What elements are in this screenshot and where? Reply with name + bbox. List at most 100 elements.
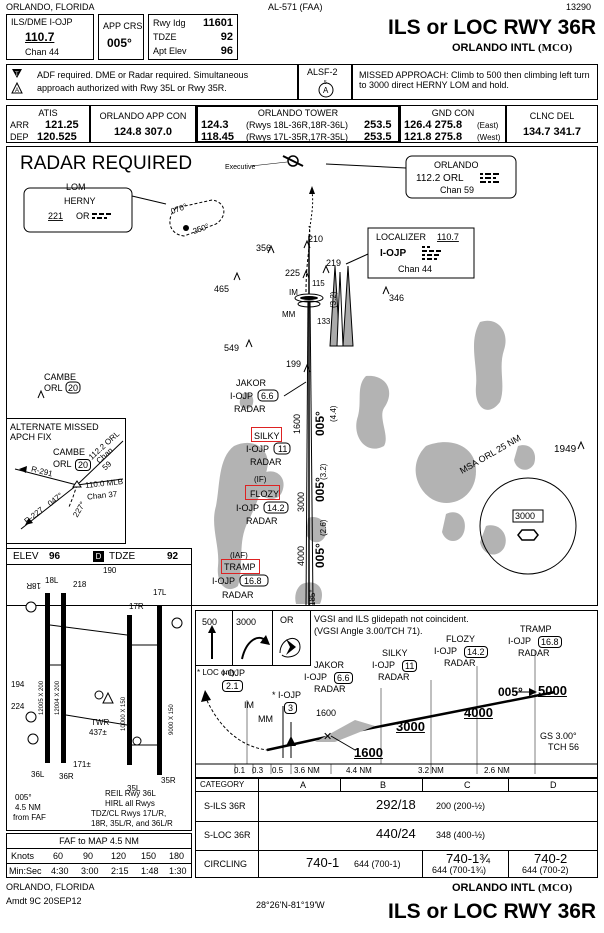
- sloc-main: 440/24: [376, 826, 416, 841]
- loc-ident: I-OJP: [380, 248, 406, 259]
- localizer-box: [345, 227, 475, 279]
- faf-distance: 4.5 NM: [15, 803, 41, 812]
- min-row-divider-2: [196, 850, 597, 851]
- arr-freq: 121.25: [45, 119, 79, 131]
- prof-tch: TCH 56: [548, 742, 580, 752]
- silky-dme: 11: [278, 444, 287, 454]
- ground-note2: (West): [477, 133, 501, 142]
- dist-0-5: 0.5: [272, 766, 284, 775]
- alsf-icon: A 5: [318, 80, 334, 98]
- prof-dme-2-1: 2.1: [222, 680, 243, 692]
- loc-morse-icon: [422, 246, 441, 260]
- hold-outbound: 250°: [192, 222, 211, 236]
- tdze-value-ad: 92: [167, 551, 179, 562]
- apt-elev-value: 96: [220, 45, 233, 57]
- prof-tramp-dme: 16.8: [538, 636, 562, 648]
- jakor-radar: RADAR: [234, 404, 266, 414]
- alt-3000: 3000: [296, 492, 306, 512]
- circ-ab-main: 740-1: [306, 855, 340, 870]
- clearance-freq: 134.7 341.7: [522, 126, 582, 138]
- flozy-dme-box: [263, 501, 289, 514]
- missed-approach-path: [305, 225, 311, 293]
- atis-box: ATIS ARR 121.25 DEP 120.525: [6, 105, 90, 143]
- knots-120: 120: [111, 851, 127, 861]
- ground-freq1: 126.4 275.8: [404, 119, 463, 131]
- tower-rwys2: (Rwys 17L-35R,17R-35L): [246, 132, 349, 142]
- course-005-b: 005°: [313, 477, 327, 502]
- jakor-leader: [283, 381, 307, 397]
- msa-alt: 3000: [515, 511, 535, 521]
- obstacle-225: 225: [285, 268, 300, 278]
- sloc-sub: 348 (400-½): [436, 830, 486, 840]
- obstacle-115: 115: [312, 279, 325, 288]
- tower-freq2: 118.45: [201, 131, 235, 143]
- prof-course: 005°: [498, 685, 523, 699]
- ils-label: ILS/DME I-OJP: [11, 17, 73, 27]
- holding-pattern: [169, 199, 225, 237]
- timing-line-2: [7, 863, 191, 864]
- seg-2-6: (2.6): [319, 519, 328, 536]
- app-crs-box: APP CRS 005°: [98, 14, 144, 60]
- vgsi-note2: (VGSI Angle 3.00/TCH 71).: [314, 626, 423, 636]
- obs-190: 190: [103, 566, 117, 575]
- tower-box: ORLANDO TOWER 124.3 (Rwys 18L-36R,18R-36…: [196, 105, 400, 143]
- d-icon: D: [93, 551, 104, 562]
- approach-freqs: 124.8 307.0: [113, 126, 173, 138]
- cat-a: A: [300, 780, 307, 790]
- lakes: [214, 320, 536, 604]
- dist-0-1: 0.1: [234, 766, 246, 775]
- clearance-label: CLNC DEL: [529, 111, 575, 121]
- prof-tramp-ident: I-OJP: [508, 636, 532, 646]
- missed-approach-text: MISSED APPROACH: Climb to 500 then climb…: [359, 70, 590, 90]
- notes-box: T A ADF required. DME or Radar required.…: [6, 64, 298, 100]
- approach-box: ORLANDO APP CON 124.8 307.0: [90, 105, 196, 143]
- atis-label: ATIS: [38, 108, 58, 118]
- alt-4000: 4000: [296, 546, 306, 566]
- alt-cambe: CAMBE: [53, 447, 86, 457]
- profile-view: [195, 610, 598, 778]
- obs-224: 224: [11, 702, 25, 711]
- min-col-divider-6: [508, 850, 509, 877]
- jakor-ident: I-OJP: [230, 391, 253, 401]
- flozy-dme: 14.2: [267, 503, 285, 513]
- obstacle-465: 465: [214, 284, 229, 294]
- elev-value: 96: [49, 551, 61, 562]
- time-120: 2:15: [111, 866, 129, 876]
- sils-main: 292/18: [376, 797, 416, 812]
- alt-1600: 1600: [292, 414, 302, 434]
- tramp-radar: RADAR: [222, 590, 254, 600]
- cambe-ident: ORL: [44, 383, 63, 393]
- flozy-label: FLOZY: [250, 489, 279, 499]
- circ-d-sub: 644 (700-2): [522, 865, 569, 875]
- obstacle-356: 356: [256, 243, 271, 253]
- profile-graphic: ✕: [195, 650, 598, 774]
- knots-90: 90: [83, 851, 94, 861]
- svg-text:A: A: [323, 86, 329, 95]
- prof-ident-star: * I-OJP: [272, 690, 302, 700]
- minsec-label: Min:Sec: [9, 866, 42, 876]
- cambe-dme: 20: [68, 383, 78, 393]
- clearance-box: CLNC DEL 134.7 341.7: [506, 105, 598, 143]
- ils-freq-box: ILS/DME I-OJP 110.7 Chan 44: [6, 14, 94, 60]
- min-col-divider-1: [258, 779, 259, 877]
- plan-view: [6, 146, 598, 606]
- localizer-course: [305, 186, 315, 606]
- missed-3000: 3000: [236, 617, 257, 627]
- ground-note1: (East): [477, 121, 499, 130]
- notes-icons: T A: [11, 69, 23, 94]
- tramp-ident: I-OJP: [212, 576, 235, 586]
- dist-3-2: 3.2 NM: [418, 766, 444, 775]
- tdze-label: TDZE: [153, 32, 177, 42]
- orlando-vor-box: [325, 155, 517, 199]
- airport-diagram: ELEV 96 D TDZE 92 18R 18L 17R 17L 36L: [6, 548, 192, 831]
- knots-60: 60: [53, 851, 64, 861]
- ils-freq: 110.7: [25, 30, 55, 44]
- tower-label: ORLANDO TOWER: [257, 108, 339, 118]
- header-chart-number: 13290: [566, 2, 592, 12]
- alsf-label: ALSF-2: [307, 67, 338, 77]
- approach-label: ORLANDO APP CON: [99, 111, 187, 121]
- cat-c: C: [464, 780, 471, 790]
- svg-text:T: T: [15, 72, 19, 78]
- missed-500: 500: [202, 617, 218, 627]
- min-col-divider-4: [422, 850, 423, 877]
